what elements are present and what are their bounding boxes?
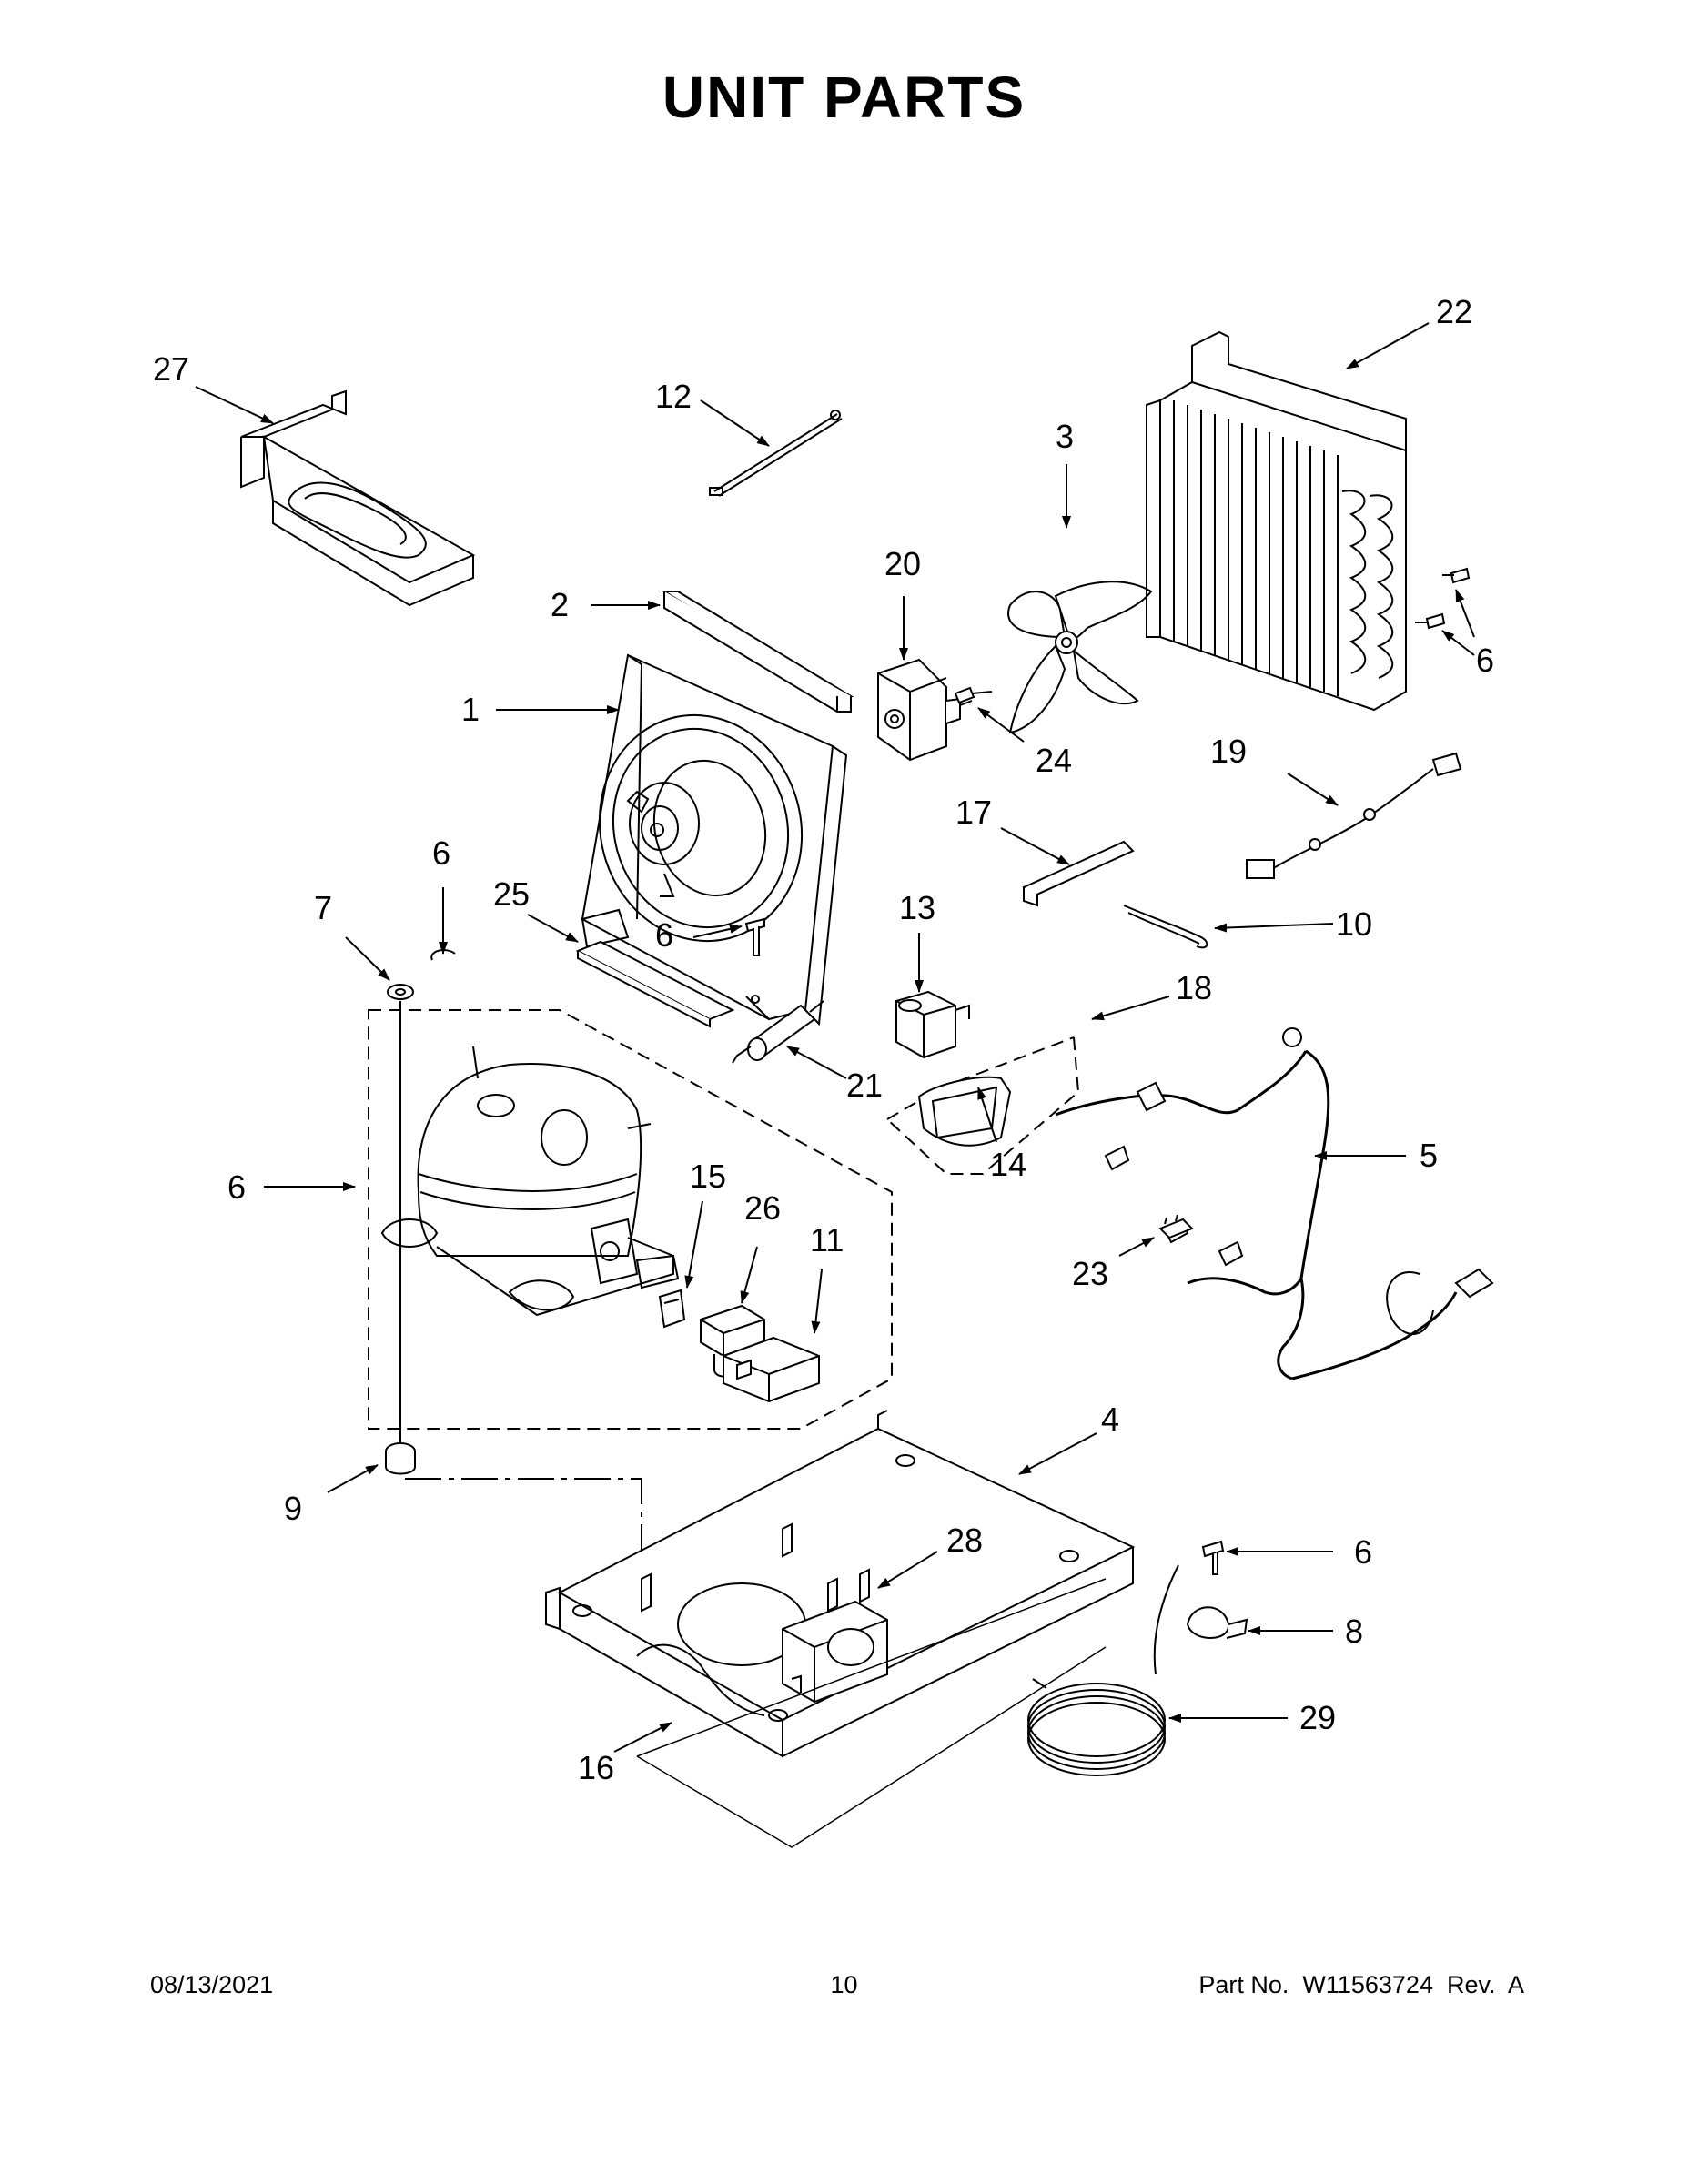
callout-3: 3 — [1056, 418, 1074, 455]
callout-23: 21 — [846, 1067, 883, 1104]
base-plate — [545, 1410, 1136, 1758]
water-valve — [782, 1568, 888, 1704]
callout-leaders — [195, 322, 1475, 1753]
callout-17: 15 — [690, 1158, 726, 1195]
callout-15: 13 — [899, 889, 935, 926]
callout-5: 5 — [1420, 1137, 1438, 1174]
callout-13: 11 — [810, 1221, 844, 1259]
callout-1: 1 — [461, 691, 480, 728]
callout-28: 26 — [744, 1189, 781, 1227]
mount-stud-line — [399, 1001, 642, 1570]
callout-6-base: 6 — [1354, 1533, 1372, 1571]
compressor-group — [368, 1009, 893, 1430]
callout-26: 24 — [1036, 742, 1072, 779]
drain-tube — [1123, 905, 1208, 949]
screw-clamp — [1201, 1540, 1225, 1575]
valve-bracket-group — [886, 1036, 1080, 1175]
callout-20: 18 — [1176, 969, 1212, 1006]
washer-clip — [387, 949, 456, 1000]
callout-2: 2 — [551, 586, 569, 623]
callout-25: 23 — [1072, 1255, 1108, 1292]
screws-coil — [1415, 567, 1471, 630]
callout-30: 28 — [946, 1522, 983, 1559]
footer-part-number: Part No. W11563724 Rev. A — [1198, 1971, 1524, 1998]
callout-11: 9 — [284, 1490, 302, 1527]
water-line — [636, 1578, 1107, 1848]
gasket-strip — [661, 591, 854, 713]
main-wire-harness — [1055, 1027, 1494, 1380]
callout-21: 19 — [1210, 733, 1247, 770]
callout-9: 7 — [314, 889, 332, 926]
callout-31: 29 — [1299, 1699, 1336, 1736]
callout-24: 22 — [1436, 293, 1472, 330]
callout-7: 6 — [227, 1168, 246, 1206]
tube-clamp — [1186, 1606, 1248, 1639]
callout-19: 17 — [955, 794, 992, 831]
page-title: UNIT PARTS — [662, 65, 1026, 130]
callout-10: 8 — [1345, 1613, 1363, 1650]
condenser-coil — [1146, 330, 1407, 712]
footer-date: 08/13/2021 — [150, 1971, 274, 1998]
callout-22: 20 — [884, 545, 921, 582]
control-component — [877, 658, 973, 762]
overload-protector — [658, 1289, 686, 1329]
solenoid-coil — [895, 990, 970, 1059]
drain-pan — [240, 389, 476, 607]
harness-clip — [1158, 1214, 1194, 1239]
sensor-harness — [1246, 752, 1462, 879]
callout-labels: 27 12 3 22 2 1 20 6 24 19 17 10 13 18 25… — [153, 293, 1494, 1786]
filter-drier — [732, 1000, 824, 1064]
callout-27: 25 — [493, 875, 530, 913]
callout-29: 27 — [153, 350, 189, 388]
relay-cover — [723, 1336, 820, 1403]
water-tubing-coil — [1027, 1564, 1179, 1776]
callout-8: 6 — [432, 834, 450, 872]
screw-shroud — [744, 917, 765, 956]
callout-16: 14 — [990, 1146, 1026, 1183]
footer-page-number: 10 — [830, 1971, 858, 1998]
callout-6-coil: 6 — [1476, 642, 1494, 679]
rubber-grommet — [385, 1442, 416, 1475]
callout-6-shroud: 6 — [655, 916, 673, 954]
callout-12: 10 — [1336, 905, 1372, 943]
fan-shroud-assembly — [581, 653, 848, 1026]
callout-14: 12 — [655, 378, 692, 415]
foam-pad — [575, 940, 735, 1028]
wire-tie — [709, 410, 843, 497]
screw-26 — [954, 686, 993, 704]
fan-blade — [1007, 581, 1153, 734]
callout-18: 16 — [578, 1749, 614, 1786]
callout-4: 4 — [1101, 1400, 1119, 1438]
cable-tie — [1022, 840, 1135, 907]
